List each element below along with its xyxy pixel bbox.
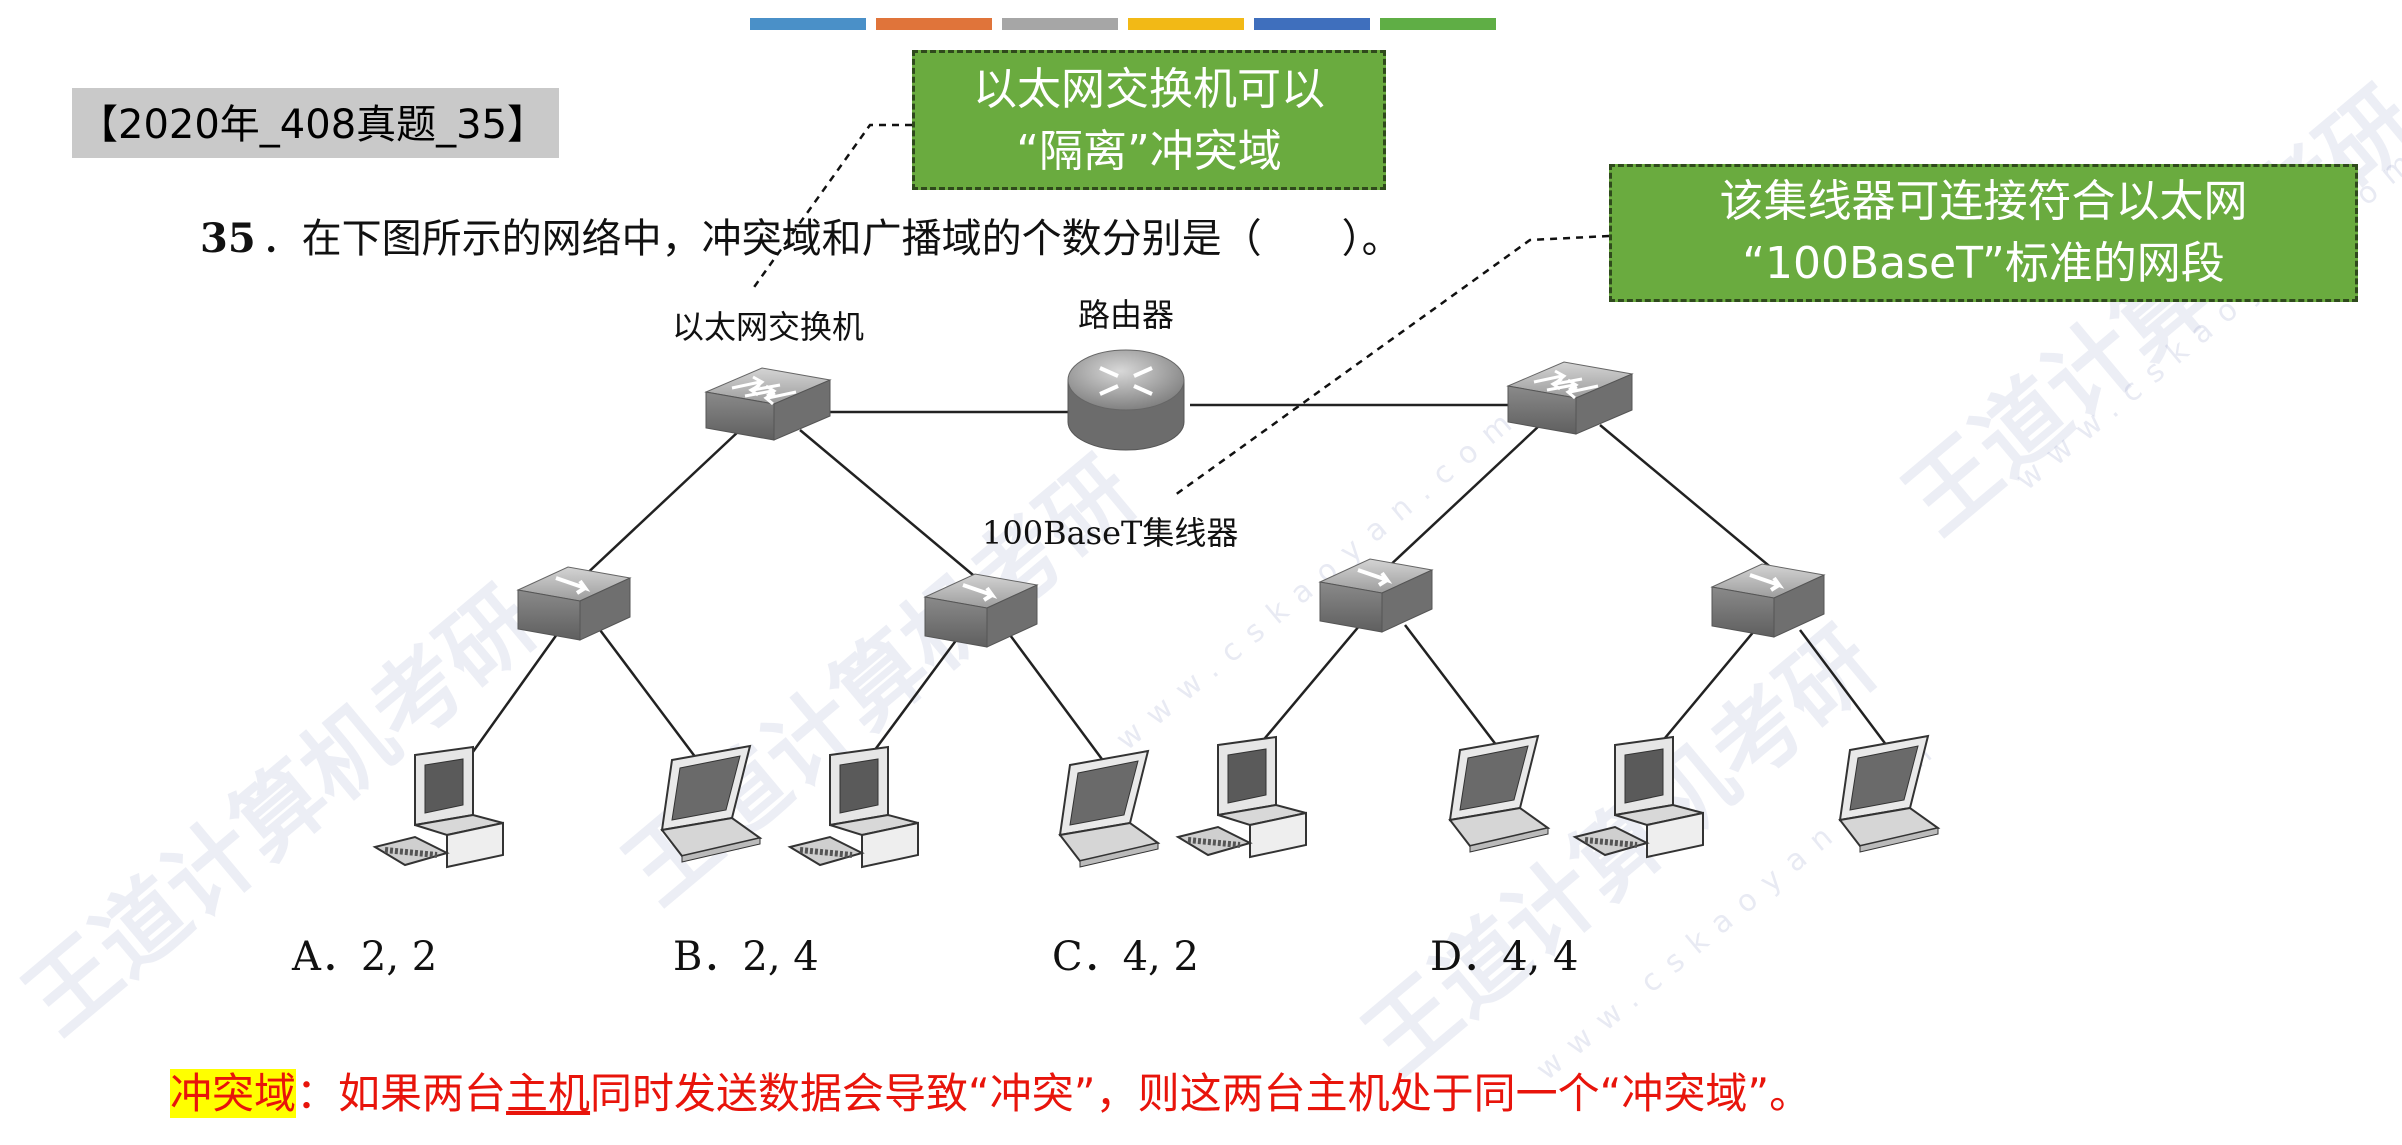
- option-key: D: [1430, 934, 1463, 980]
- hub-standard-callout: 该集线器可连接符合以太网 “100BaseT”标准的网段: [1609, 164, 2358, 302]
- color-bar-darkblue: [1254, 18, 1370, 30]
- option-c[interactable]: C．4, 2: [1052, 924, 1199, 982]
- question-number: 35: [200, 215, 256, 262]
- switch-callout-leader: [750, 123, 912, 291]
- color-bar-orange: [876, 18, 992, 30]
- link-hub1-pc: [458, 629, 562, 771]
- option-d[interactable]: D．4, 4: [1430, 924, 1578, 982]
- link-switch1-hub1: [579, 429, 741, 581]
- option-b[interactable]: B．2, 4: [673, 924, 819, 982]
- desktop-pc-2: [787, 745, 919, 869]
- color-bar-gray: [1002, 18, 1118, 30]
- laptop-2: [1058, 749, 1161, 868]
- callout-line: “隔离”冲突域: [1016, 126, 1282, 177]
- callout-leader-lines: [750, 123, 1610, 497]
- question-text: 35．在下图所示的网络中，冲突域和广播域的个数分别是（ ）。: [200, 206, 1402, 264]
- link-switch2-hub4: [1599, 424, 1781, 576]
- switch-isolation-callout: 以太网交换机可以 “隔离”冲突域: [912, 50, 1386, 190]
- link-hub2-laptop: [1008, 634, 1112, 771]
- option-key: A: [292, 934, 321, 980]
- definition-text-1: ：如果两台: [296, 1069, 507, 1118]
- link-hub2-pc: [858, 634, 962, 771]
- option-text: ．4, 4: [1462, 934, 1579, 980]
- option-text: ．4, 2: [1082, 934, 1199, 980]
- network-links: [458, 403, 1891, 771]
- hub-arrow-icon: [555, 576, 591, 595]
- hub-4: [1710, 563, 1826, 638]
- switch-arrows-icon: [1533, 369, 1599, 400]
- definition-text-2: 同时发送数据会导致“冲突”，则这两台主机处于同一个“冲突域”。: [590, 1069, 1812, 1118]
- hub-3: [1318, 558, 1434, 633]
- question-source-badge: 【2020年_408真题_35】: [72, 88, 560, 158]
- switch-arrows-icon: [731, 375, 797, 406]
- laptop-3: [1448, 734, 1551, 853]
- link-hub3-laptop: [1404, 624, 1501, 751]
- router-arrows-icon: [1099, 366, 1153, 396]
- option-key: B: [673, 934, 703, 980]
- option-a[interactable]: A．2, 2: [292, 924, 437, 982]
- hub-arrow-icon: [1357, 568, 1393, 587]
- hub-label: 100BaseT集线器: [982, 514, 1239, 552]
- definition-underlined-word: 主机: [506, 1069, 591, 1118]
- link-switch2-hub3: [1384, 424, 1541, 571]
- link-hub4-pc: [1654, 629, 1756, 751]
- ethernet-switch-right: [1506, 361, 1634, 435]
- color-bar-green: [1380, 18, 1496, 30]
- link-hub3-pc: [1254, 624, 1361, 751]
- answer-options: A．2, 2 B．2, 4 C．4, 2 D．4, 4: [0, 924, 2402, 984]
- link-switch1-hub2: [799, 429, 986, 586]
- callout-line: 以太网交换机可以: [973, 64, 1325, 115]
- laptop-4: [1838, 734, 1941, 853]
- desktop-pc-4: [1572, 735, 1704, 859]
- hub-arrow-icon: [962, 583, 998, 602]
- router-label: 路由器: [1078, 296, 1175, 334]
- color-bar-blue: [750, 18, 866, 30]
- collision-domain-definition: 冲突域：如果两台主机同时发送数据会导致“冲突”，则这两台主机处于同一个“冲突域”…: [170, 1060, 1811, 1121]
- laptop-1: [660, 744, 763, 863]
- ethernet-switch-left: [704, 367, 832, 441]
- hub-callout-leader: [1174, 234, 1610, 497]
- option-text: ．2, 4: [702, 934, 819, 980]
- desktop-pc-1: [372, 745, 504, 869]
- option-text: ．2, 2: [320, 934, 438, 980]
- definition-term: 冲突域: [170, 1069, 297, 1118]
- color-bar-yellow: [1128, 18, 1244, 30]
- callout-line: “100BaseT”标准的网段: [1742, 238, 2225, 289]
- option-key: C: [1052, 934, 1083, 980]
- top-color-bars: [750, 18, 1496, 30]
- desktop-pc-3: [1175, 735, 1307, 859]
- link-hub1-laptop: [599, 629, 706, 771]
- switch-label: 以太网交换机: [672, 308, 865, 346]
- hub-1: [516, 566, 632, 641]
- link-hub4-laptop: [1799, 629, 1891, 751]
- callout-line: 该集线器可连接符合以太网: [1719, 176, 2248, 227]
- hub-arrow-icon: [1749, 573, 1785, 592]
- hub-2: [923, 573, 1039, 648]
- router: [1067, 349, 1185, 451]
- question-stem: ．在下图所示的网络中，冲突域和广播域的个数分别是（ ）。: [261, 216, 1402, 262]
